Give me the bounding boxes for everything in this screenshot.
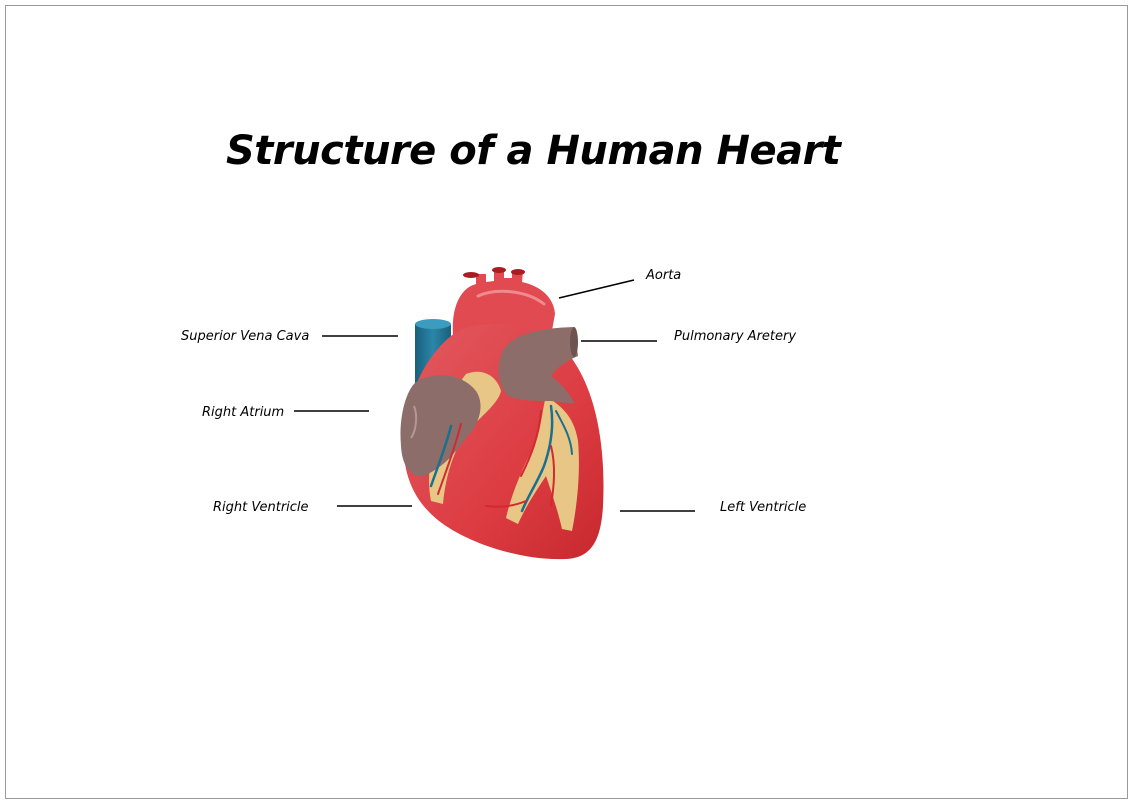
label-right-atrium: Right Atrium: [202, 405, 285, 420]
coronary-vessels: [429, 404, 573, 513]
leader-line-aorta: [558, 279, 635, 299]
right-atrium-shape: [400, 375, 481, 477]
label-right-ventricle: Right Ventricle: [213, 500, 309, 515]
leader-lines: [294, 279, 695, 512]
label-aorta: Aorta: [646, 268, 682, 283]
coronary-fat-left: [506, 396, 579, 531]
label-pulmonary-artery: Pulmonary Aretery: [674, 329, 797, 344]
label-left-ventricle: Left Ventricle: [720, 500, 807, 515]
label-superior-vena-cava: Superior Vena Cava: [181, 329, 310, 344]
aorta-shape: [452, 267, 555, 336]
diagram-title: Structure of a Human Heart: [226, 128, 841, 174]
pulmonary-artery-shape: [498, 327, 578, 404]
heart-diagram: [294, 267, 695, 560]
diagram-page: Structure of a Human Heart: [5, 5, 1128, 799]
